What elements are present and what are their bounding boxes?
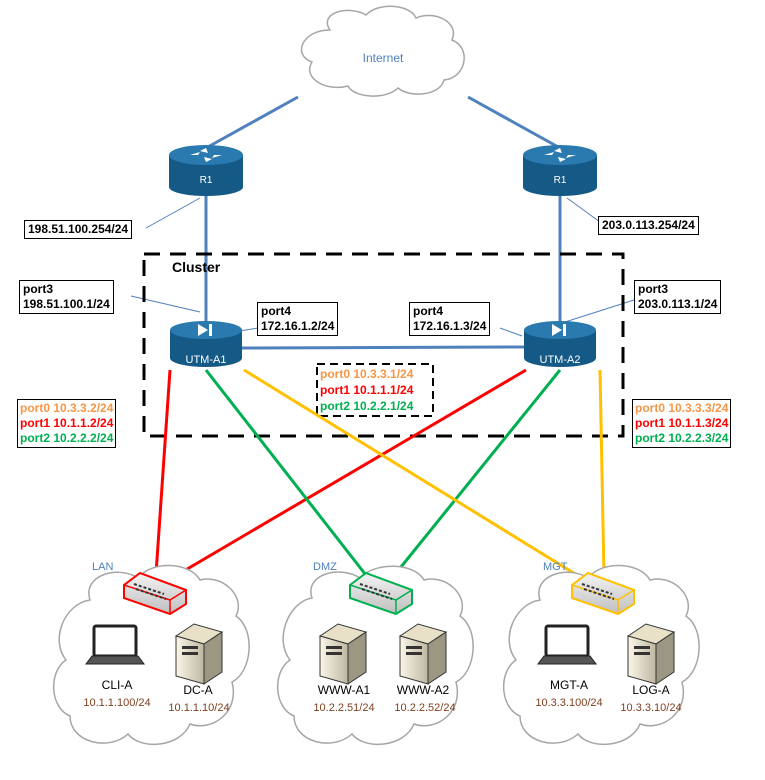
utm-a1-port4-ip: 172.16.1.2/24: [261, 319, 335, 333]
dmz-switch-icon[interactable]: [349, 571, 413, 616]
r1-right-address-text: 203.0.113.254/24: [602, 218, 695, 232]
utm-a2-port0-name: port0: [635, 401, 665, 415]
www-a2-label: WWW-A2: [397, 683, 450, 697]
utm-a2-port3-ip: 203.0.113.1/24: [638, 297, 718, 311]
cli-a-label: CLI-A: [102, 678, 133, 692]
virtual-port1-ip: 10.1.1.1/24: [353, 383, 414, 397]
dc-a-label: DC-A: [183, 683, 212, 697]
virtual-port0-row: port0 10.3.3.1/24: [320, 366, 413, 382]
www-a1-label: WWW-A1: [318, 683, 371, 697]
mgt-cloud: MGT: [502, 561, 700, 746]
router-r1-right-label: R1: [554, 175, 567, 186]
virtual-port2-row: port2 10.2.2.1/24: [320, 398, 413, 414]
utm-a1-port0-name: port0: [20, 401, 50, 415]
mgt-a-ip: 10.3.3.100/24: [535, 697, 602, 709]
segment-links: [154, 368, 606, 590]
log-a-label: LOG-A: [632, 683, 669, 697]
r1-right-address: 203.0.113.254/24: [598, 216, 699, 235]
virtual-ip-box: [316, 363, 434, 417]
utm-a1-port4-name: port4: [261, 304, 291, 318]
virtual-ip-list: port0 10.3.3.1/24 port1 10.1.1.1/24 port…: [320, 366, 413, 414]
utm-a2-icon[interactable]: UTM-A2: [524, 321, 596, 367]
utm-a1-port0-row: port0 10.3.3.2/24: [20, 401, 113, 416]
virtual-port2-ip: 10.2.2.1/24: [353, 399, 414, 413]
www-a2-server-icon[interactable]: [398, 623, 448, 685]
utm-a1-port3-ip: 198.51.100.1/24: [23, 297, 110, 311]
utm-a1-port2-name: port2: [20, 431, 50, 445]
utm-a1-label: UTM-A1: [186, 354, 227, 366]
www-a1-server-icon[interactable]: [318, 623, 368, 685]
utm-a2-port3-box: port3 203.0.113.1/24: [634, 280, 722, 314]
router-r1-right-icon[interactable]: R1: [523, 145, 597, 196]
utm-a2-port4-ip: 172.16.1.3/24: [413, 319, 487, 333]
www-a2-ip: 10.2.2.52/24: [394, 702, 455, 714]
mgt-a-laptop-icon[interactable]: [537, 624, 597, 665]
cli-a-ip: 10.1.1.100/24: [83, 697, 150, 709]
virtual-port2-name: port2: [320, 399, 350, 413]
dc-a-server-icon[interactable]: [174, 623, 224, 685]
r1-left-address: 198.51.100.254/24: [24, 220, 133, 239]
utm-a1-port4-box: port4 172.16.1.2/24: [257, 302, 339, 336]
utm-a1-port3-box: port3 198.51.100.1/24: [19, 280, 114, 314]
host-labels: CLI-A 10.1.1.100/24 DC-A 10.1.1.10/24 WW…: [83, 678, 681, 714]
mgt-switch-icon[interactable]: [571, 571, 635, 616]
utm-a2-port0-row: port0 10.3.3.3/24: [635, 401, 728, 416]
utm-a2-port2-name: port2: [635, 431, 665, 445]
dmz-cloud: DMZ: [276, 561, 474, 746]
dmz-label: DMZ: [313, 561, 337, 573]
router-r1-left-label: R1: [200, 175, 213, 186]
cluster-boundary: [142, 252, 625, 438]
lan-cloud: LAN: [52, 561, 250, 746]
virtual-port0-name: port0: [320, 367, 350, 381]
lan-switch-icon[interactable]: [123, 571, 187, 616]
utm-a1-port1-ip: 10.1.1.2/24: [53, 416, 114, 430]
utm-a2-port1-row: port1 10.1.1.3/24: [635, 416, 728, 431]
utm-a2-port1-ip: 10.1.1.3/24: [668, 416, 729, 430]
utm-a1-ports-box: port0 10.3.3.2/24 port1 10.1.1.2/24 port…: [17, 399, 117, 448]
cli-a-laptop-icon[interactable]: [85, 624, 145, 665]
utm-a2-ports-box: port0 10.3.3.3/24 port1 10.1.1.3/24 port…: [632, 399, 732, 448]
internet-cloud: Internet: [300, 5, 465, 97]
utm-a1-port2-row: port2 10.2.2.2/24: [20, 431, 113, 446]
utm-a2-port2-ip: 10.2.2.3/24: [668, 431, 729, 445]
utm-a2-port2-row: port2 10.2.2.3/24: [635, 431, 728, 446]
log-a-ip: 10.3.3.10/24: [620, 702, 681, 714]
r1-left-address-text: 198.51.100.254/24: [28, 222, 129, 236]
router-r1-left-icon[interactable]: R1: [169, 145, 243, 196]
utm-a1-port1-row: port1 10.1.1.2/24: [20, 416, 113, 431]
wan-links: [130, 95, 635, 350]
internet-label: Internet: [363, 51, 404, 65]
cluster-label: Cluster: [172, 259, 221, 275]
mgt-label: MGT: [543, 561, 568, 573]
utm-a2-port3-name: port3: [638, 282, 668, 296]
virtual-port1-row: port1 10.1.1.1/24: [320, 382, 413, 398]
utm-a1-port1-name: port1: [20, 416, 50, 430]
utm-a1-port3-name: port3: [23, 282, 53, 296]
lan-label: LAN: [92, 561, 113, 573]
log-a-server-icon[interactable]: [626, 623, 676, 685]
mgt-a-label: MGT-A: [550, 678, 588, 692]
virtual-port0-ip: 10.3.3.1/24: [353, 367, 414, 381]
utm-a1-port0-ip: 10.3.3.2/24: [53, 401, 114, 415]
utm-a2-label: UTM-A2: [540, 354, 581, 366]
utm-a2-port4-name: port4: [413, 304, 443, 318]
utm-a1-icon[interactable]: UTM-A1: [170, 321, 242, 367]
virtual-port1-name: port1: [320, 383, 350, 397]
utm-a1-port2-ip: 10.2.2.2/24: [53, 431, 114, 445]
www-a1-ip: 10.2.2.51/24: [313, 702, 374, 714]
utm-a2-port0-ip: 10.3.3.3/24: [668, 401, 729, 415]
utm-a2-port1-name: port1: [635, 416, 665, 430]
dc-a-ip: 10.1.1.10/24: [168, 702, 229, 714]
utm-a2-port4-box: port4 172.16.1.3/24: [409, 302, 491, 336]
